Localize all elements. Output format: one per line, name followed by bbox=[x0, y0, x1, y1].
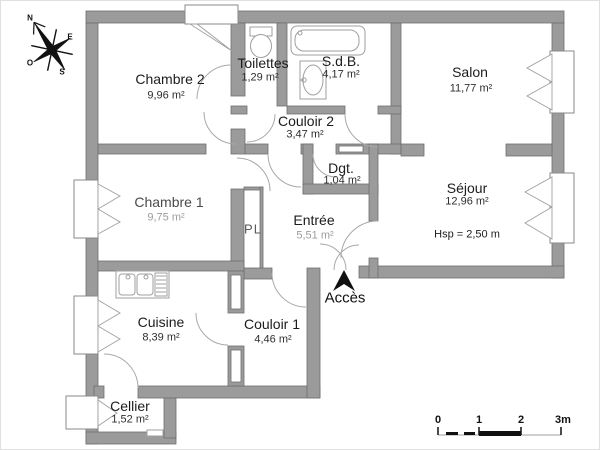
compass-e-label: E bbox=[67, 32, 73, 42]
window-sejour bbox=[549, 172, 575, 244]
window-cellier bbox=[65, 395, 99, 430]
room-area-entree: 5,51 m² bbox=[296, 229, 334, 242]
room-label-sdb: S.d.B. bbox=[321, 53, 361, 69]
room-area-couloir2: 3,47 m² bbox=[286, 128, 324, 141]
scale-bar bbox=[437, 427, 562, 436]
scale-tick-1: 1 bbox=[475, 414, 483, 426]
room-label-couloir2: Couloir 2 bbox=[277, 113, 335, 129]
room-label-entree: Entrée bbox=[293, 212, 335, 228]
room-area-salon: 11,77 m² bbox=[449, 82, 493, 95]
room-area-dgt: 1,04 m² bbox=[323, 174, 361, 187]
walls bbox=[85, 10, 565, 445]
room-area-couloir1: 4,46 m² bbox=[254, 333, 292, 346]
washbasin-icon bbox=[299, 60, 327, 100]
scale-tick-3: 3m bbox=[555, 414, 571, 426]
fixtures bbox=[115, 25, 366, 437]
scale-tick-2: 2 bbox=[517, 414, 525, 426]
compass-n-label: N bbox=[27, 13, 33, 23]
toilet-icon bbox=[249, 26, 273, 58]
room-label-dgt: Dgt. bbox=[328, 160, 354, 176]
access-arrow-icon bbox=[333, 270, 355, 291]
window-cuisine bbox=[73, 295, 99, 355]
room-label-toilettes: Toilettes bbox=[237, 55, 289, 71]
room-area-cellier: 1,52 m² bbox=[111, 413, 149, 426]
room-label-cuisine: Cuisine bbox=[137, 314, 185, 330]
bathtub-icon bbox=[290, 25, 366, 56]
compass-o-label: O bbox=[26, 58, 34, 68]
window-salon bbox=[549, 50, 575, 114]
room-area-chambre2: 9,96 m² bbox=[147, 89, 185, 102]
room-label-cellier: Cellier bbox=[110, 398, 150, 414]
room-label-chambre1: Chambre 1 bbox=[134, 194, 204, 210]
room-label-salon: Salon bbox=[452, 64, 488, 80]
room-label-couloir1: Couloir 1 bbox=[243, 316, 301, 332]
window-top-chambre2 bbox=[184, 4, 239, 25]
ceiling-height-label: Hsp = 2,50 m bbox=[434, 228, 500, 241]
windows bbox=[65, 4, 575, 430]
window-chambre1 bbox=[73, 179, 99, 239]
room-area-cuisine: 8,39 m² bbox=[142, 331, 180, 344]
wall-insets bbox=[230, 145, 364, 383]
closet-label: PL bbox=[244, 221, 262, 237]
scale-tick-0: 0 bbox=[434, 414, 442, 426]
cellier-vent-icon bbox=[146, 429, 164, 437]
room-area-sdb: 4,17 m² bbox=[322, 68, 360, 81]
room-label-sejour: Séjour bbox=[446, 180, 488, 196]
door-arcs bbox=[103, 64, 379, 389]
room-label-chambre2: Chambre 2 bbox=[135, 71, 205, 87]
compass-s-label: S bbox=[59, 67, 65, 77]
room-area-sejour: 12,96 m² bbox=[445, 195, 489, 208]
kitchen-sink-icon bbox=[115, 270, 170, 299]
compass-icon bbox=[31, 21, 73, 71]
room-area-chambre1: 9,75 m² bbox=[147, 211, 185, 224]
room-area-toilettes: 1,29 m² bbox=[241, 71, 279, 84]
access-label: Accès bbox=[324, 289, 366, 307]
